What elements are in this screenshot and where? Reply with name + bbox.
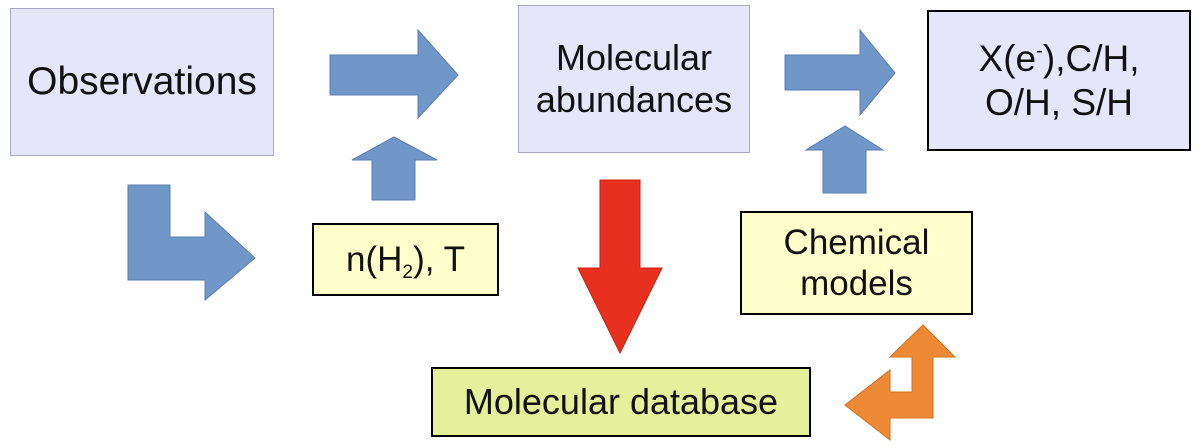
node-elemental-abundances: X(e-),C/H, O/H, S/H: [927, 10, 1191, 151]
database-label: Molecular database: [463, 380, 779, 422]
arrow-observations-to-conditions: [127, 184, 256, 302]
arrow-observations-to-abundances: [329, 28, 459, 120]
abundances-line-2: abundances: [535, 79, 733, 120]
node-molecular-database: Molecular database: [431, 367, 811, 437]
h2-subscript: 2: [402, 261, 414, 283]
node-chemical-models: Chemical models: [740, 211, 973, 315]
arrow-database-models: [844, 324, 957, 442]
elemental-line-1-a: X(e: [978, 37, 1037, 79]
observations-label: Observations: [27, 59, 257, 103]
density-text-a: n(H: [346, 239, 403, 279]
density-text-b: ), T: [413, 239, 465, 279]
elemental-line-1-b: ),C/H,: [1042, 37, 1140, 79]
electron-superscript: -: [1036, 39, 1043, 62]
abundances-line-1: Molecular: [555, 36, 713, 78]
elemental-line-2: O/H, S/H: [984, 81, 1134, 123]
arrow-abundances-to-database: [577, 179, 663, 355]
density-text: n(H2), T: [346, 239, 465, 283]
arrow-abundances-to-elemental: [784, 28, 896, 117]
arrow-models-up: [804, 125, 885, 194]
arrow-conditions-up: [351, 136, 438, 201]
node-molecular-abundances: Molecular abundances: [518, 5, 750, 153]
node-density-temperature: n(H2), T: [312, 223, 499, 296]
chemical-line-1: Chemical: [783, 222, 930, 262]
elemental-line-1: X(e-),C/H,: [979, 37, 1140, 81]
chemical-line-2: models: [800, 264, 913, 303]
node-observations: Observations: [10, 8, 274, 156]
